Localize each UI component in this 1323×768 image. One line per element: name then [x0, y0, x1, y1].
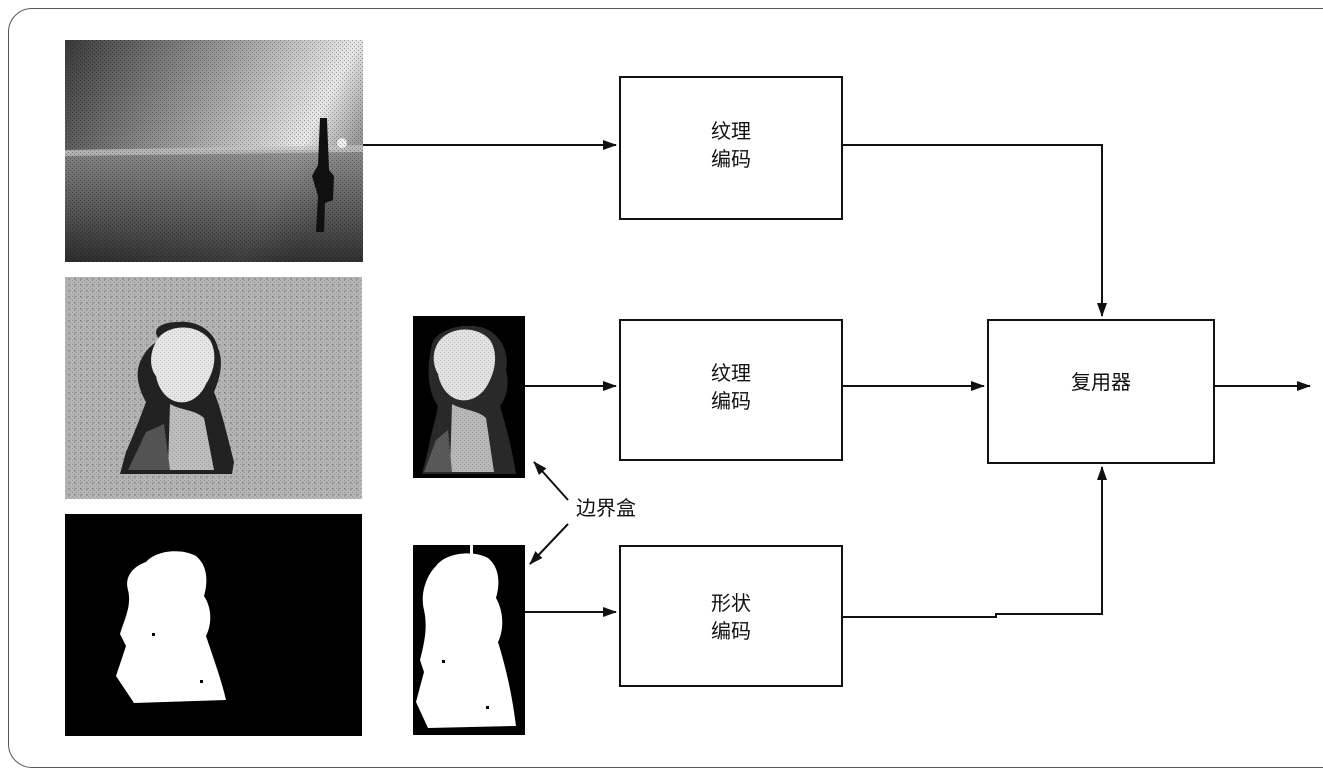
callout-arrow-to-portrait-box [533, 461, 569, 501]
multiplexer-label: 复用器 [1071, 370, 1131, 394]
texture-encoder-box-2: 纹理 编码 [619, 319, 843, 461]
background-scene-image [65, 40, 363, 262]
shape-encoder-label-line2: 编码 [711, 619, 751, 643]
texture-encoder-1-label-line1: 纹理 [711, 119, 751, 143]
arrow-texture-encoder-1-to-multiplexer [842, 144, 1107, 317]
shape-encoder-box: 形状 编码 [619, 545, 843, 687]
callout-arrow-to-mask-box [529, 523, 569, 565]
arrow-shape-encoder-to-multiplexer [842, 466, 1107, 618]
shape-encoder-label-line1: 形状 [711, 591, 751, 615]
bounding-box-callout-label: 边界盒 [576, 496, 636, 520]
texture-encoder-2-label-line1: 纹理 [711, 361, 751, 385]
texture-encoder-1-label-line2: 编码 [711, 147, 751, 171]
portrait-bounding-box-image [413, 316, 525, 478]
multiplexer-box: 复用器 [987, 319, 1215, 464]
texture-encoder-box-1: 纹理 编码 [619, 76, 843, 220]
portrait-on-gray-image [65, 277, 362, 499]
texture-encoder-2-label-line2: 编码 [711, 389, 751, 413]
shape-mask-image [65, 514, 362, 736]
coding-block-diagram: 纹理 编码 纹理 编码 形状 编码 复用器 边界盒 [65, 40, 1311, 736]
mask-bounding-box-image [413, 545, 525, 735]
